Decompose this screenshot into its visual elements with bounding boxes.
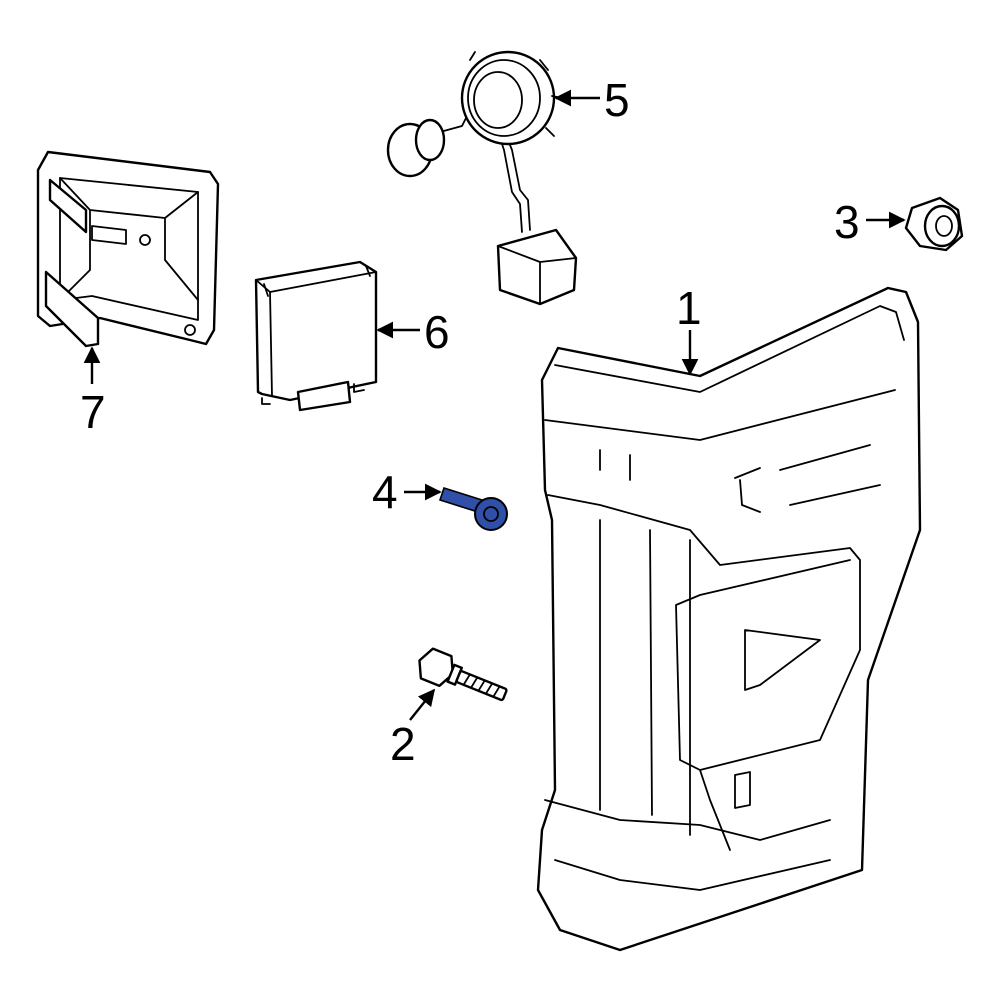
leader-2 — [409, 688, 436, 721]
part-6-module[interactable] — [254, 260, 378, 412]
callout-7: 7 — [80, 386, 106, 438]
part-4-screw[interactable] — [438, 487, 508, 531]
part-7-bracket[interactable] — [36, 150, 220, 348]
leader-lines — [83, 89, 906, 721]
part-3-nut[interactable] — [904, 196, 964, 252]
callout-3: 3 — [834, 196, 860, 248]
part-5-socket-harness[interactable] — [386, 50, 578, 306]
callout-4: 4 — [372, 466, 398, 518]
part-1-tail-lamp[interactable] — [536, 286, 922, 952]
callout-1: 1 — [676, 282, 702, 334]
callout-labels: 1 2 3 4 5 6 7 — [80, 74, 860, 770]
part-2-bolt[interactable] — [413, 646, 510, 710]
callout-6: 6 — [424, 306, 450, 358]
callout-5: 5 — [604, 74, 630, 126]
callout-2: 2 — [390, 718, 416, 770]
